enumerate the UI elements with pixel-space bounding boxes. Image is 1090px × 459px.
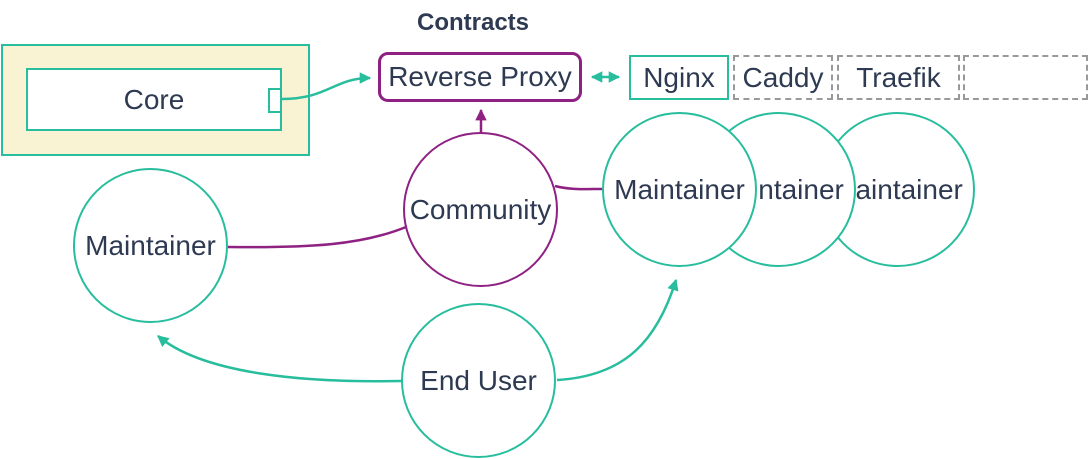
- node-traefik-label: Traefik: [856, 61, 941, 93]
- node-community-label: Community: [409, 193, 552, 225]
- edge-community-maintainer-left: [227, 225, 407, 249]
- node-maintainer-right-1: Maintainer: [602, 112, 757, 267]
- node-nginx-label: Nginx: [643, 61, 715, 93]
- node-caddy: Caddy: [733, 55, 833, 100]
- edge-community-maintainer-right: [554, 184, 603, 191]
- node-maintainer-right-1-label: Maintainer: [614, 173, 745, 205]
- edge-end-user-to-maintainer-right: [556, 278, 679, 382]
- node-traefik: Traefik: [837, 55, 960, 100]
- node-reverse-proxy: Reverse Proxy: [378, 52, 582, 102]
- node-end-user: End User: [401, 303, 556, 458]
- node-maintainer-left-label: Maintainer: [85, 229, 216, 261]
- node-reverse-proxy-label: Reverse Proxy: [388, 61, 572, 92]
- node-core: Core: [26, 68, 282, 131]
- node-maintainer-left: Maintainer: [73, 168, 228, 323]
- node-nginx: Nginx: [629, 55, 729, 100]
- node-end-user-label: End User: [420, 364, 537, 396]
- diagram-title: Contracts: [416, 9, 530, 36]
- core-port-connector: [268, 88, 282, 113]
- node-community: Community: [403, 132, 558, 287]
- node-caddy-label: Caddy: [742, 61, 824, 93]
- node-core-label: Core: [123, 83, 185, 115]
- edge-end-user-to-maintainer-left: [157, 335, 402, 383]
- node-proxy-empty-cell: [963, 55, 1088, 100]
